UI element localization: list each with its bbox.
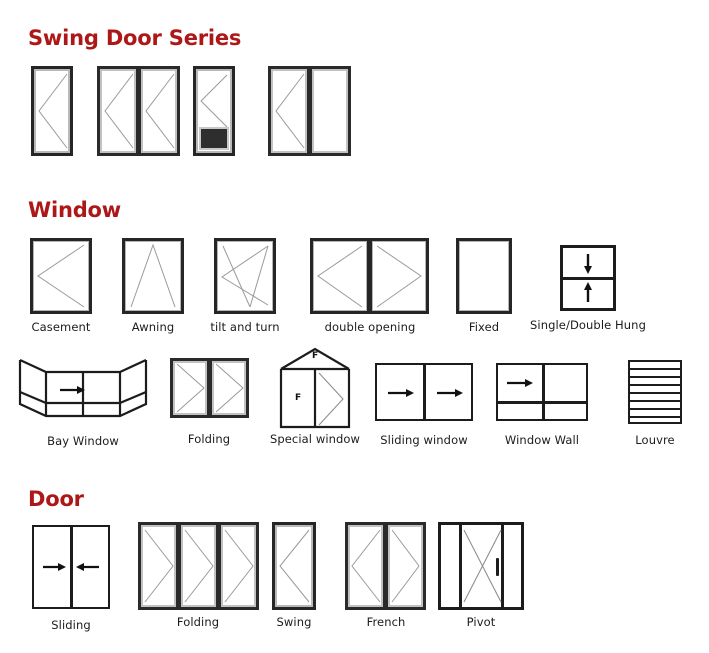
caption-awning: Awning bbox=[131, 320, 175, 334]
caption-casement: Casement bbox=[31, 320, 91, 334]
folding-door-leaf bbox=[138, 522, 179, 610]
folding-door-leaf bbox=[178, 522, 219, 610]
window-frame-left bbox=[310, 238, 370, 314]
window-wall-mullion bbox=[542, 363, 545, 421]
door-inner-frame bbox=[34, 69, 70, 153]
door-leaf-fixed bbox=[309, 66, 351, 156]
door-leaf-left bbox=[97, 66, 139, 156]
bay-window-outline-icon bbox=[18, 359, 148, 418]
folding-door-leaf-inner bbox=[221, 525, 256, 607]
door-leaf-inner bbox=[271, 69, 307, 153]
hinge-lines-icon bbox=[275, 73, 305, 149]
swing-door-inner-frame bbox=[275, 525, 313, 607]
swing-door-frame bbox=[272, 522, 316, 610]
awning-swing-icon bbox=[130, 243, 176, 308]
caption-pivot-door: Pivot bbox=[466, 615, 496, 629]
hinge-lines-icon bbox=[38, 73, 68, 149]
louvre-slat bbox=[628, 400, 682, 402]
hinge-lines-icon bbox=[104, 73, 175, 149]
window-inner-frame bbox=[372, 241, 426, 311]
folding-door-leaf-inner bbox=[141, 525, 176, 607]
window-inner-frame bbox=[33, 241, 89, 311]
casement-swing-icon bbox=[37, 244, 85, 308]
louvre-slat bbox=[628, 416, 682, 418]
caption-folding-window: Folding bbox=[187, 432, 231, 446]
section-heading-window: Window bbox=[28, 198, 121, 222]
caption-sliding-door: Sliding bbox=[51, 618, 91, 632]
louvre-slat bbox=[628, 384, 682, 386]
section-heading-door: Door bbox=[28, 487, 84, 511]
window-frame-right bbox=[369, 238, 429, 314]
folding-leaf-inner bbox=[173, 361, 207, 415]
window-inner-frame bbox=[125, 241, 181, 311]
pivot-door-mullion-left bbox=[459, 522, 462, 610]
french-door-leaf-inner bbox=[348, 525, 383, 607]
caption-french-door: French bbox=[366, 615, 406, 629]
folding-door-leaf-inner bbox=[181, 525, 216, 607]
window-frame bbox=[456, 238, 512, 314]
window-inner-frame bbox=[459, 241, 509, 311]
louvre-slat bbox=[628, 368, 682, 370]
pivot-door-frame bbox=[438, 522, 524, 610]
french-door-swing-icon bbox=[351, 529, 420, 603]
caption-tilt-and-turn: tilt and turn bbox=[210, 320, 280, 334]
door-solid-panel bbox=[199, 127, 229, 150]
pivot-door-swing-icon bbox=[463, 529, 502, 603]
double-opening-swing-icon bbox=[317, 245, 422, 308]
window-wall-arrow-icon bbox=[507, 379, 533, 387]
special-window-outline-icon bbox=[279, 347, 351, 429]
tilt-turn-swing-icon bbox=[221, 245, 269, 308]
folding-swing-icon bbox=[176, 363, 244, 413]
caption-double-opening: double opening bbox=[324, 320, 416, 334]
caption-swing-door: Swing bbox=[276, 615, 312, 629]
section-heading-swing-door-series: Swing Door Series bbox=[28, 26, 242, 50]
door-outer-frame bbox=[31, 66, 73, 156]
pivot-door-mullion-right bbox=[501, 522, 504, 610]
special-window-top-label: F bbox=[312, 351, 319, 361]
folding-leaf-inner bbox=[212, 361, 246, 415]
hung-meeting-rail bbox=[560, 277, 616, 280]
folding-door-swing-icon bbox=[144, 529, 254, 603]
swing-door-hinge-icon bbox=[279, 529, 310, 603]
caption-special-window: Special window bbox=[269, 432, 361, 446]
door-leaf-inner bbox=[312, 69, 348, 153]
folding-door-leaf bbox=[218, 522, 259, 610]
caption-fixed: Fixed bbox=[468, 320, 500, 334]
window-wall-transom bbox=[496, 401, 588, 404]
door-leaf-right bbox=[138, 66, 180, 156]
louvre-slat bbox=[628, 408, 682, 410]
louvre-slat bbox=[628, 392, 682, 394]
caption-single-double-hung: Single/Double Hung bbox=[530, 318, 646, 332]
louvre-slat bbox=[628, 376, 682, 378]
door-leaf-inner bbox=[100, 69, 136, 153]
folding-leaf-right bbox=[209, 358, 249, 418]
sliding-door-arrows-icon bbox=[43, 563, 99, 571]
window-frame bbox=[30, 238, 92, 314]
window-inner-frame bbox=[313, 241, 367, 311]
door-leaf-inner bbox=[141, 69, 177, 153]
caption-bay-window: Bay Window bbox=[47, 434, 119, 448]
sliding-arrows-icon bbox=[388, 389, 463, 397]
folding-leaf-left bbox=[170, 358, 210, 418]
caption-folding-door: Folding bbox=[176, 615, 220, 629]
caption-sliding-window: Sliding window bbox=[380, 433, 468, 447]
french-door-leaf-inner bbox=[388, 525, 423, 607]
hinge-lines-icon bbox=[200, 74, 228, 128]
door-leaf-active bbox=[268, 66, 310, 156]
special-window-left-label: F bbox=[295, 393, 302, 403]
caption-window-wall: Window Wall bbox=[504, 433, 580, 447]
window-frame bbox=[122, 238, 184, 314]
hung-arrows-icon bbox=[584, 254, 592, 302]
caption-louvre: Louvre bbox=[635, 433, 675, 447]
sliding-door-mullion bbox=[70, 525, 73, 609]
pivot-door-handle bbox=[496, 558, 499, 576]
sliding-window-mullion bbox=[423, 363, 426, 421]
